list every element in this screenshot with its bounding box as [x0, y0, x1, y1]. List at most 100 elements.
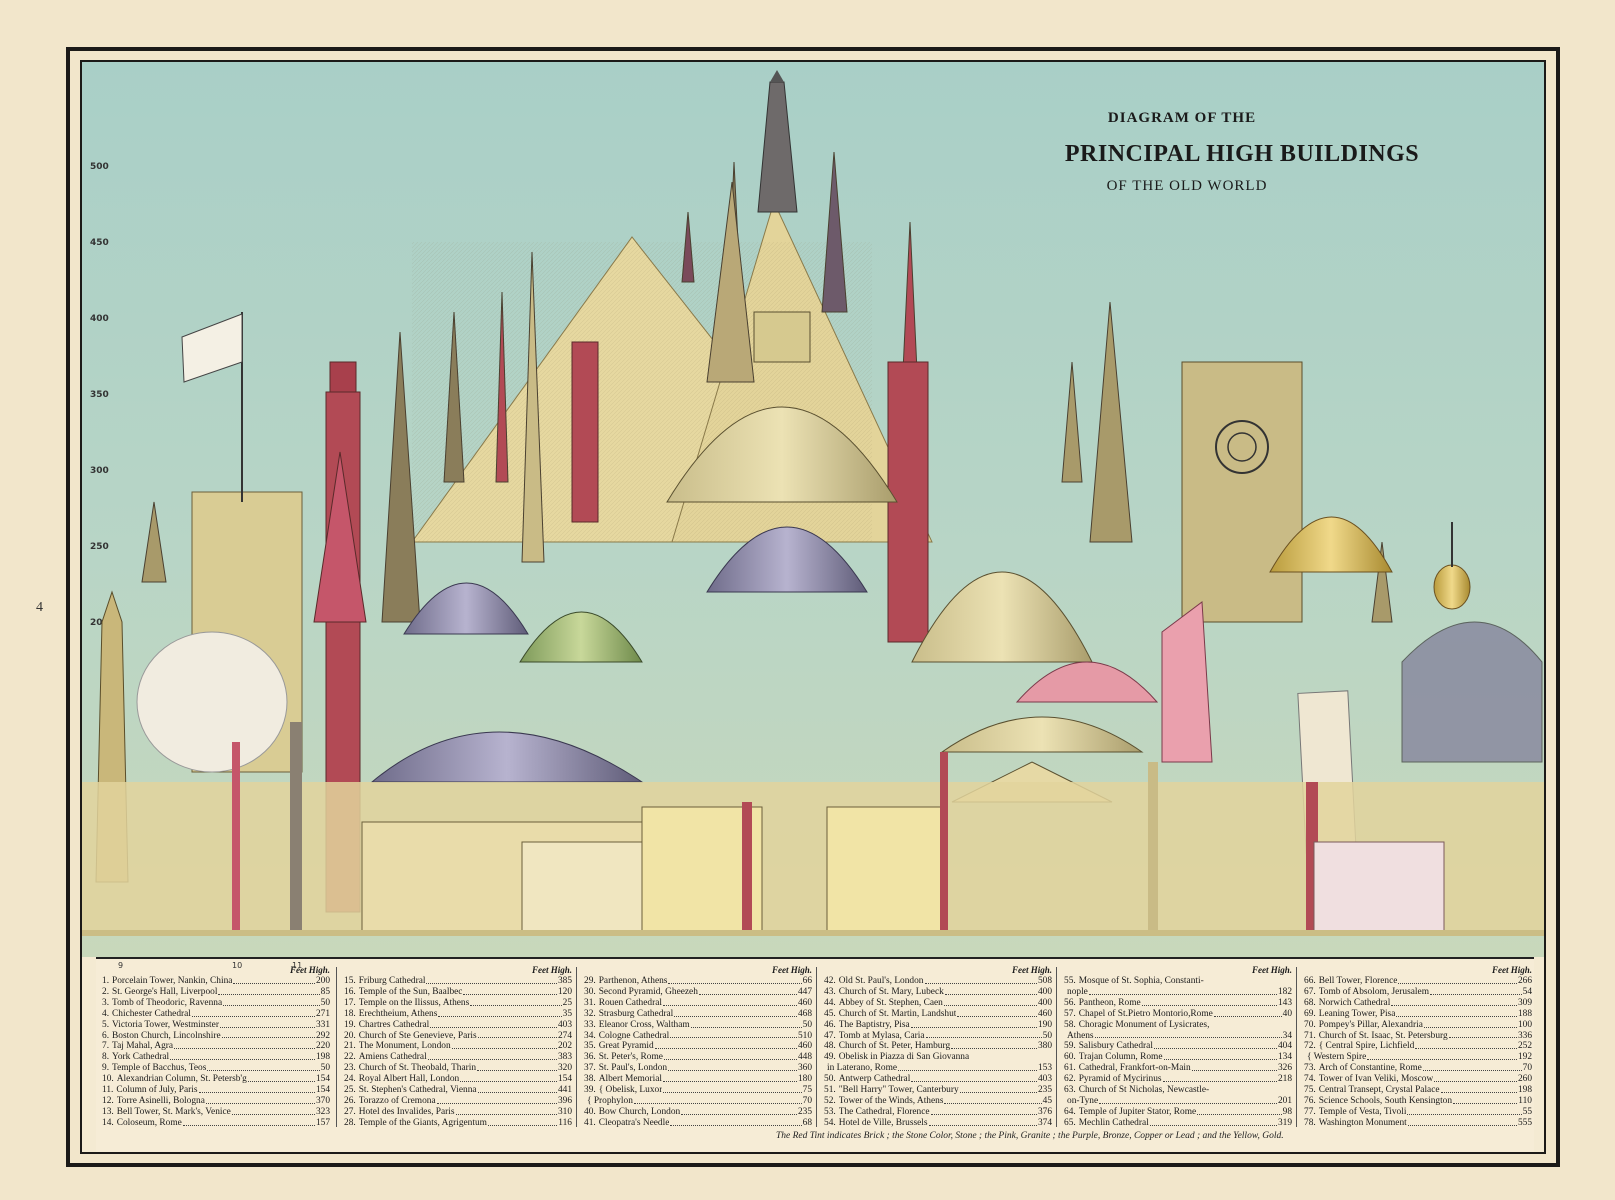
- building-name: Tomb of Absolom, Jerusalem: [1318, 986, 1429, 997]
- building-height: 50: [1042, 1030, 1052, 1041]
- scale-label: 450: [90, 238, 109, 248]
- building-number: 3.: [102, 997, 110, 1008]
- building-number: 49.: [824, 1052, 836, 1063]
- building-name: { Prophylon: [587, 1095, 633, 1106]
- leader-dots: [1162, 1074, 1277, 1083]
- crystal-palace: [1401, 621, 1543, 763]
- leader-dots: [1434, 1074, 1517, 1083]
- building-height: 403: [1037, 1074, 1052, 1085]
- leader-dots: [426, 976, 557, 984]
- leader-dots: [218, 987, 320, 995]
- building-height: 143: [1277, 997, 1292, 1008]
- st-pauls-dome: [706, 526, 868, 593]
- building-name: { Obelisk, Luxor: [598, 1085, 663, 1096]
- building-number: 47.: [824, 1030, 836, 1041]
- building-height: 555: [1517, 1117, 1532, 1128]
- mechlin-clock: [1215, 420, 1269, 474]
- leader-dots: [925, 1031, 1042, 1039]
- building-number: 8.: [102, 1052, 110, 1063]
- building-name: Norwich Cathedral: [1318, 997, 1391, 1008]
- building-name: Chartres Cathedral: [358, 1019, 430, 1030]
- building-name: Cologne Cathedral: [598, 1030, 670, 1041]
- leader-dots: [223, 998, 320, 1006]
- building-height: 70: [802, 1095, 812, 1106]
- building-height: 45: [1042, 1095, 1052, 1106]
- building-name: Temple of Bacchus, Teos: [112, 1063, 207, 1074]
- building-name: Church of St. Martin, Landshut: [838, 1008, 957, 1019]
- building-height: 235: [797, 1106, 812, 1117]
- building-number: 12.: [102, 1095, 114, 1106]
- old-st-pauls-spire: [821, 151, 848, 313]
- leader-dots: [1398, 976, 1517, 984]
- legend-row: 63.Church of St Nicholas, Newcastle-: [1064, 1085, 1292, 1096]
- building-number: 48.: [824, 1041, 836, 1052]
- leader-dots: [633, 1096, 802, 1104]
- building-name: Torazzo of Cremona: [358, 1095, 436, 1106]
- leader-dots: [910, 1020, 1037, 1028]
- building-number: 54.: [824, 1117, 836, 1128]
- building-height: 404: [1277, 1041, 1292, 1052]
- building-number: 40.: [584, 1106, 596, 1117]
- color-key-footnote: The Red Tint indicates Brick ; the Stone…: [776, 1131, 1284, 1141]
- building-number: 1.: [102, 976, 110, 986]
- st-peters-lantern: [753, 311, 811, 363]
- torazzo-cremona: [571, 341, 599, 523]
- st-peters-dome: [666, 406, 898, 503]
- building-number: 17.: [344, 997, 356, 1008]
- washington-monument: [757, 81, 798, 213]
- leader-dots: [668, 1063, 797, 1072]
- building-name: Pyramid of Mycirinus: [1078, 1074, 1162, 1085]
- lower-building-band: [82, 782, 1544, 932]
- building-number: 67.: [1304, 986, 1316, 997]
- base-number: 11: [292, 961, 303, 970]
- building-height: 460: [1037, 1008, 1052, 1019]
- building-number: 37.: [584, 1063, 596, 1074]
- leader-dots: [1088, 987, 1277, 995]
- monument-tip: [770, 70, 784, 82]
- leader-dots: [924, 976, 1037, 984]
- building-name: Mosque of St. Sophia, Constanti-: [1078, 976, 1204, 986]
- building-height: 198: [315, 1052, 330, 1063]
- cleopatras-needle-base: [826, 806, 948, 933]
- column-divider: [1296, 967, 1297, 1127]
- building-number: 56.: [1064, 997, 1076, 1008]
- building-name: St. Paul's, London: [598, 1063, 668, 1074]
- building-height: 260: [1517, 1074, 1532, 1085]
- parthenon: [521, 841, 663, 933]
- taj-mahal-dome: [136, 631, 288, 773]
- building-number: 38.: [584, 1074, 596, 1085]
- building-height: 66: [802, 976, 812, 986]
- building-number: 25.: [344, 1085, 356, 1096]
- leader-dots: [170, 1052, 315, 1061]
- leader-dots: [1210, 1085, 1291, 1093]
- building-number: 34.: [584, 1030, 596, 1041]
- building-name: Church of St Nicholas, Newcastle-: [1078, 1085, 1210, 1096]
- title-line-2: PRINCIPAL HIGH BUILDINGS: [1064, 141, 1420, 167]
- feet-high-header: Feet High.: [772, 965, 812, 975]
- leader-dots: [970, 1052, 1051, 1060]
- building-height: 190: [1037, 1019, 1052, 1030]
- column-divider: [576, 967, 577, 1127]
- leader-dots: [1163, 1052, 1277, 1061]
- building-number: 19.: [344, 1019, 356, 1030]
- building-height: 25: [562, 997, 572, 1008]
- flag: [181, 313, 243, 383]
- leader-dots: [182, 1118, 315, 1126]
